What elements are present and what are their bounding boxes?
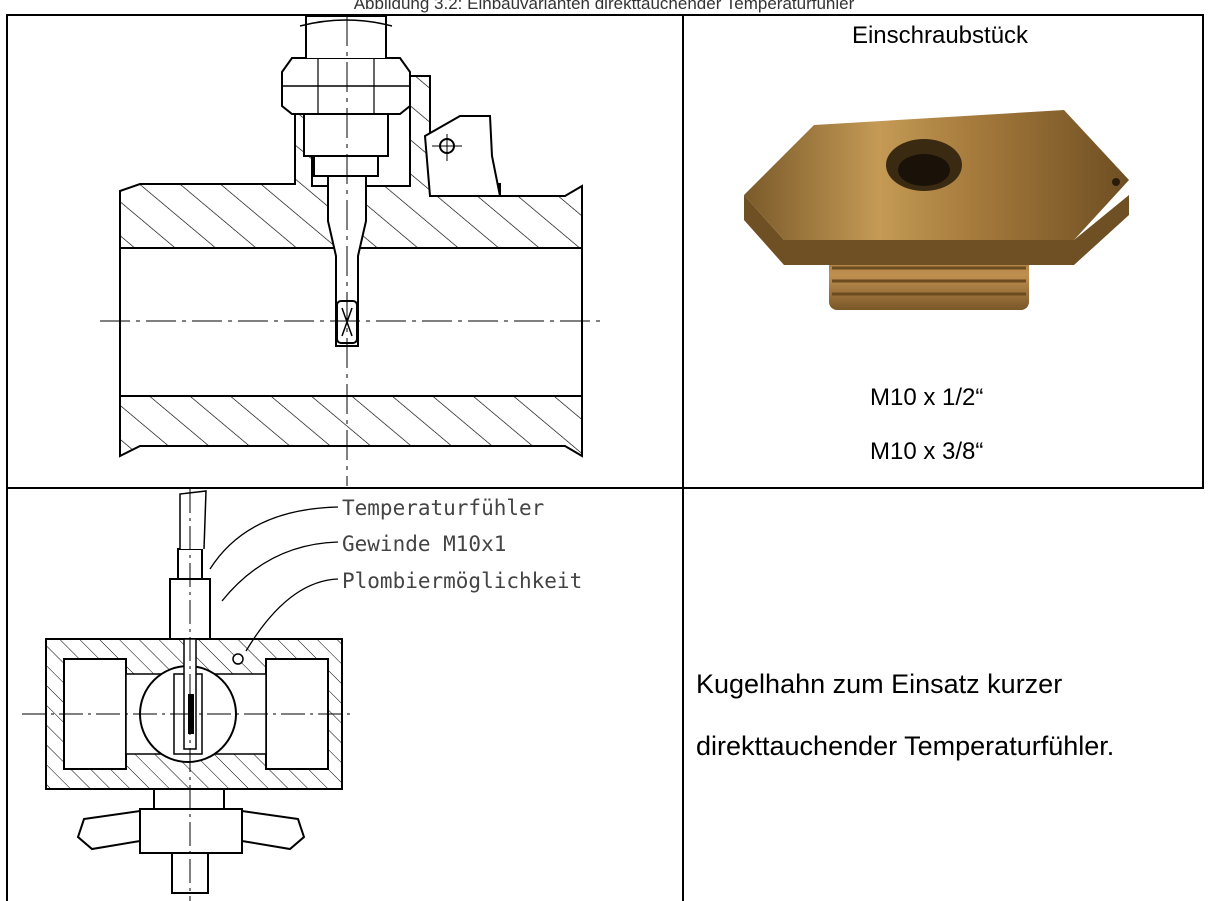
ball-valve-drawing: Temperaturfühler Gewinde M10x1 Plombierm…: [22, 489, 582, 901]
fitting-dimension-1: M10 x 1/2“: [870, 384, 984, 411]
fitting-dimension-2: M10 x 3/8“: [870, 438, 984, 465]
ball-valve-description-line-2: direkttauchender Temperaturfühler.: [696, 731, 1115, 761]
label-temperature-sensor: Temperaturfühler: [342, 496, 544, 520]
ball-valve-description-line-1: Kugelhahn zum Einsatz kurzer: [696, 669, 1063, 699]
table-row-divider: [6, 487, 1204, 489]
label-thread: Gewinde M10x1: [342, 532, 506, 556]
table-top-border: [6, 14, 1204, 16]
table-right-border: [1202, 14, 1204, 488]
pipe-section-drawing: [100, 16, 605, 486]
figure-caption: Abbildung 3.2: Einbauvarianten direkttau…: [353, 0, 855, 13]
fitting-title: Einschraubstück: [851, 22, 1029, 49]
fitting-photo: [744, 110, 1129, 310]
table-column-divider: [682, 14, 684, 901]
label-sealing: Plombiermöglichkeit: [342, 569, 582, 593]
table-left-border: [6, 14, 8, 901]
